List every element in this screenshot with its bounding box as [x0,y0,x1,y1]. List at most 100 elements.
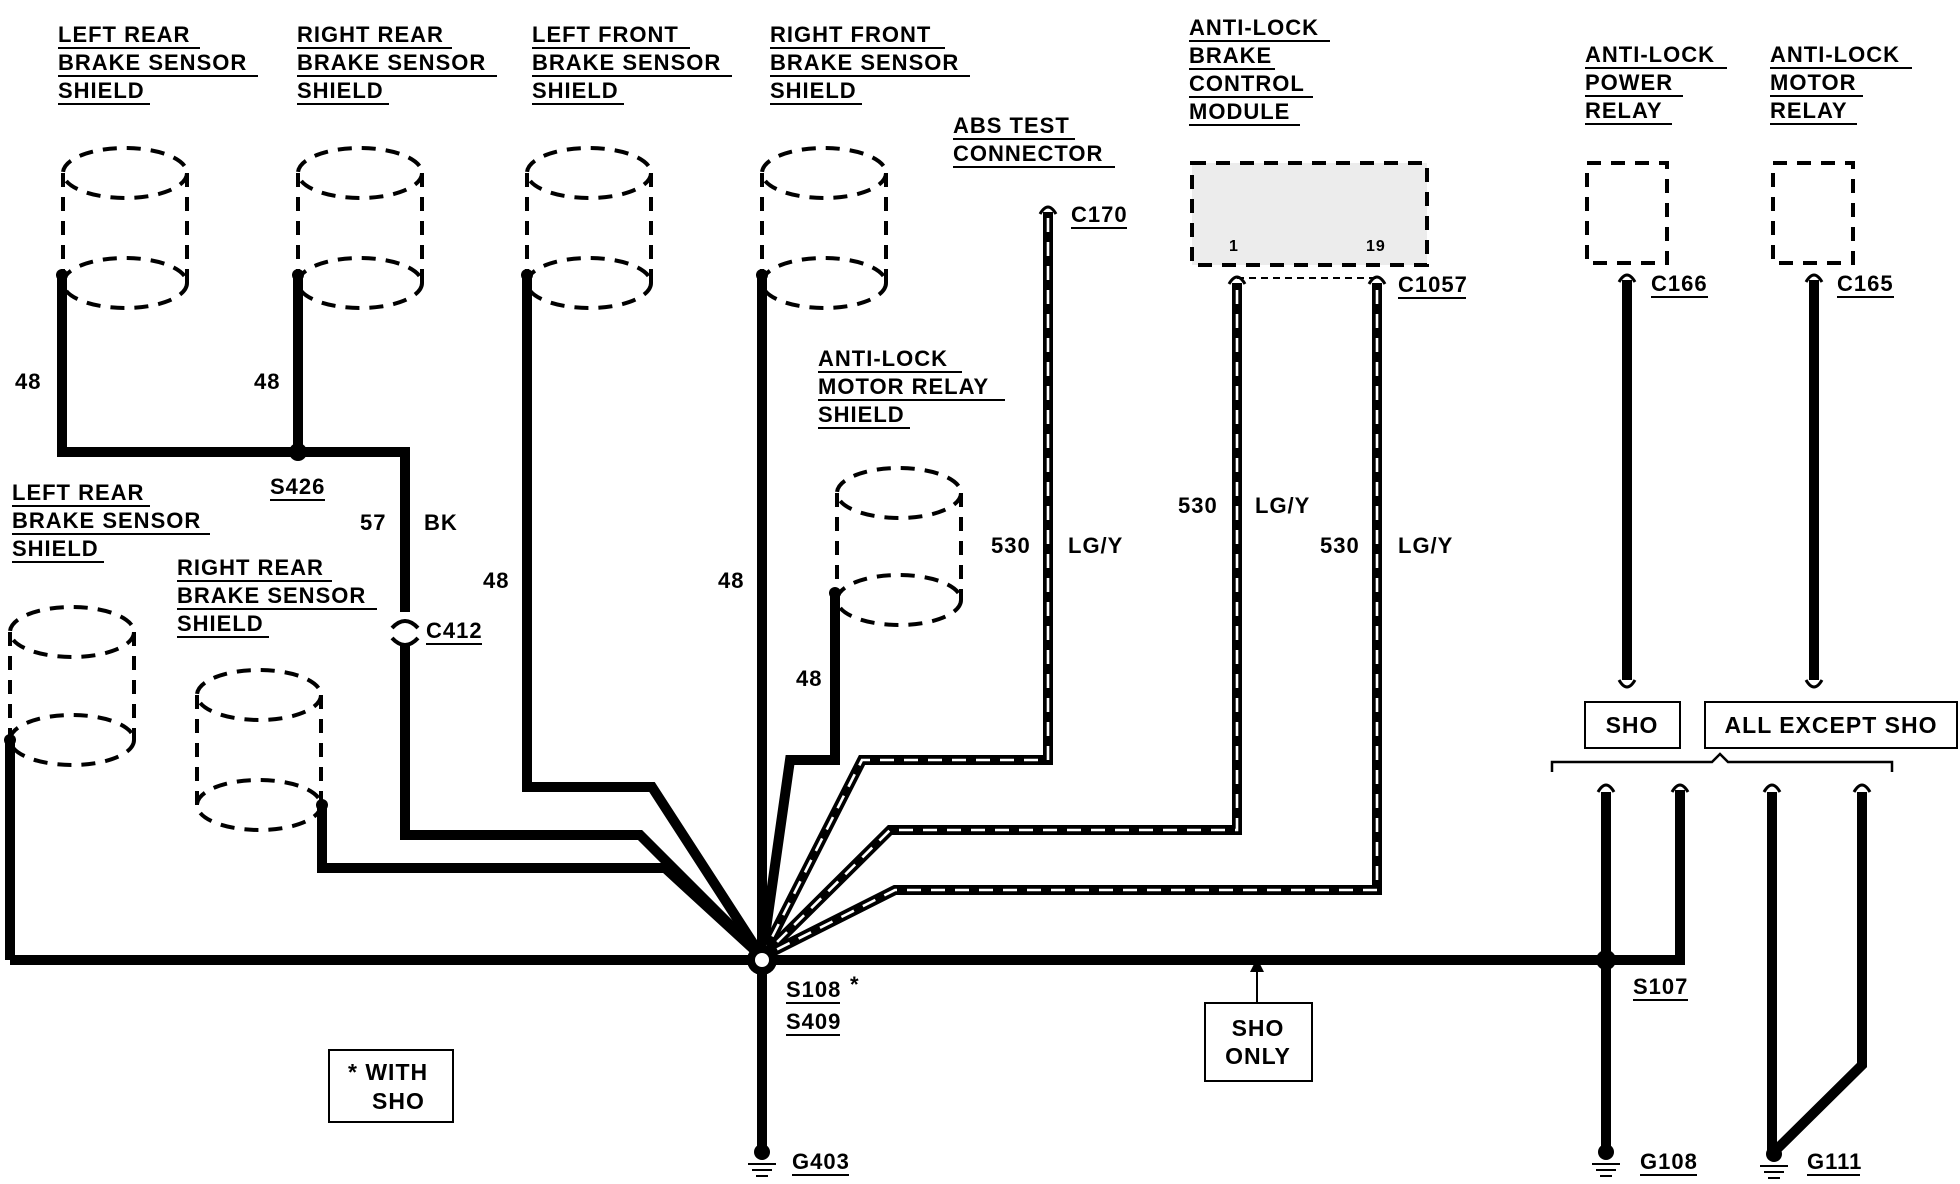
label-power-relay: ANTI-LOCK POWER RELAY [1585,42,1727,125]
c412-connector [390,619,420,647]
svg-text:530: 530 [1320,533,1360,558]
label-left-rear-lower: LEFT REAR BRAKE SENSOR SHIELD [12,480,210,563]
svg-text:ANTI-LOCK: ANTI-LOCK [818,346,948,371]
svg-text:* WITH: * WITH [348,1059,428,1085]
svg-text:LEFT REAR: LEFT REAR [58,22,190,47]
left-rear-shield-upper [61,146,189,310]
component-labels: LEFT REAR BRAKE SENSOR SHIELD RIGHT REAR… [12,15,1912,638]
svg-text:MOTOR: MOTOR [1770,70,1856,95]
sho-box [1584,701,1681,749]
label-right-front: RIGHT FRONT BRAKE SENSOR SHIELD [770,22,970,105]
wires [5,212,1867,1154]
svg-text:LEFT REAR: LEFT REAR [12,480,144,505]
wire-48-left-front [522,275,767,960]
right-rear-shield-upper [296,146,424,310]
svg-text:530: 530 [1178,493,1218,518]
svg-text:BRAKE SENSOR: BRAKE SENSOR [770,50,959,75]
svg-text:48: 48 [15,369,41,394]
svg-text:19: 19 [1366,238,1386,255]
svg-text:C170: C170 [1071,202,1128,227]
svg-text:RIGHT REAR: RIGHT REAR [297,22,444,47]
sho-only-pointer [1250,958,1264,1002]
splice-s108-ring [755,953,769,967]
svg-text:1: 1 [1229,238,1239,255]
right-front-shield [760,146,888,310]
left-rear-shield-lower [8,605,136,767]
svg-text:ANTI-LOCK: ANTI-LOCK [1770,42,1900,67]
svg-text:CONTROL: CONTROL [1189,71,1305,96]
svg-text:G108: G108 [1640,1149,1698,1174]
svg-text:BRAKE SENSOR: BRAKE SENSOR [58,50,247,75]
svg-text:C412: C412 [426,618,483,643]
svg-text:SHIELD: SHIELD [297,78,384,103]
abs-control-module [1190,161,1429,279]
with-sho-box [328,1049,454,1123]
left-front-shield [525,146,653,310]
right-rear-shield-lower [195,668,323,832]
svg-text:MODULE: MODULE [1189,99,1290,124]
svg-text:48: 48 [718,568,744,593]
svg-text:BRAKE SENSOR: BRAKE SENSOR [532,50,721,75]
wire-530-module-pin19-stripe [761,290,1379,959]
svg-text:S409: S409 [786,1009,841,1034]
svg-text:ANTI-LOCK: ANTI-LOCK [1189,15,1319,40]
label-motor-relay: ANTI-LOCK MOTOR RELAY [1770,42,1912,125]
svg-text:BRAKE SENSOR: BRAKE SENSOR [297,50,486,75]
svg-text:*: * [850,972,860,997]
svg-text:RIGHT FRONT: RIGHT FRONT [770,22,931,47]
svg-text:BRAKE: BRAKE [1189,43,1272,68]
motor-relay-box [1771,161,1855,265]
connector-hooks [1038,205,1872,793]
svg-text:ONLY: ONLY [1225,1043,1291,1069]
svg-text:BRAKE SENSOR: BRAKE SENSOR [177,583,366,608]
svg-text:SHIELD: SHIELD [532,78,619,103]
svg-text:530: 530 [991,533,1031,558]
label-abs-module: ANTI-LOCK BRAKE CONTROL MODULE [1189,15,1330,126]
svg-text:ALL EXCEPT SHO: ALL EXCEPT SHO [1725,712,1938,738]
svg-text:48: 48 [796,666,822,691]
svg-text:CONNECTOR: CONNECTOR [953,141,1103,166]
wire-g111-b [1772,792,1867,1154]
svg-text:LG/Y: LG/Y [1398,533,1453,558]
svg-text:C165: C165 [1837,271,1894,296]
svg-text:LG/Y: LG/Y [1068,533,1123,558]
svg-text:SHO: SHO [372,1088,425,1114]
wire-530-abs-test [757,212,1053,960]
shields [8,146,963,832]
main-ground-bus [10,790,1685,965]
svg-text:C1057: C1057 [1398,272,1468,297]
svg-text:ANTI-LOCK: ANTI-LOCK [1585,42,1715,67]
svg-text:LG/Y: LG/Y [1255,493,1310,518]
svg-text:MOTOR RELAY: MOTOR RELAY [818,374,989,399]
svg-text:POWER: POWER [1585,70,1673,95]
ground-symbol-g108 [1592,1144,1620,1177]
svg-text:SHIELD: SHIELD [177,611,264,636]
label-right-rear-upper: RIGHT REAR BRAKE SENSOR SHIELD [297,22,497,105]
svg-text:SHIELD: SHIELD [818,402,905,427]
svg-text:BK: BK [424,510,458,535]
svg-text:G111: G111 [1807,1149,1862,1174]
label-left-rear-upper: LEFT REAR BRAKE SENSOR SHIELD [58,22,258,105]
svg-text:ABS TEST: ABS TEST [953,113,1070,138]
svg-text:SHIELD: SHIELD [12,536,99,561]
svg-text:G403: G403 [792,1149,850,1174]
label-abs-test-connector: ABS TEST CONNECTOR [953,113,1115,168]
power-relay-box [1585,161,1669,265]
wire-57-bk [298,447,410,612]
splice-s107-dot [1596,950,1616,970]
svg-text:RELAY: RELAY [1770,98,1848,123]
ground-labels: G403 G108 G111 [792,1149,1862,1176]
wire-530-abs-test-stripe [760,218,1050,958]
svg-text:SHIELD: SHIELD [58,78,145,103]
svg-text:SHO: SHO [1232,1015,1285,1041]
connector-labels: C170 C1057 C166 C165 C412 1 19 [426,202,1894,645]
svg-text:S107: S107 [1633,974,1688,999]
svg-text:LEFT FRONT: LEFT FRONT [532,22,679,47]
wire-530-module-pin1-stripe [761,290,1239,958]
label-motor-relay-shield: ANTI-LOCK MOTOR RELAY SHIELD [818,346,1005,429]
ground-symbol-g111 [1760,1146,1788,1179]
note-labels: SHO ALL EXCEPT SHO SHO ONLY * WITH SHO [348,712,1938,1114]
wire-48-left-rear [57,275,298,457]
option-bracket [1550,752,1894,772]
ground-symbol-g403 [748,1144,776,1177]
